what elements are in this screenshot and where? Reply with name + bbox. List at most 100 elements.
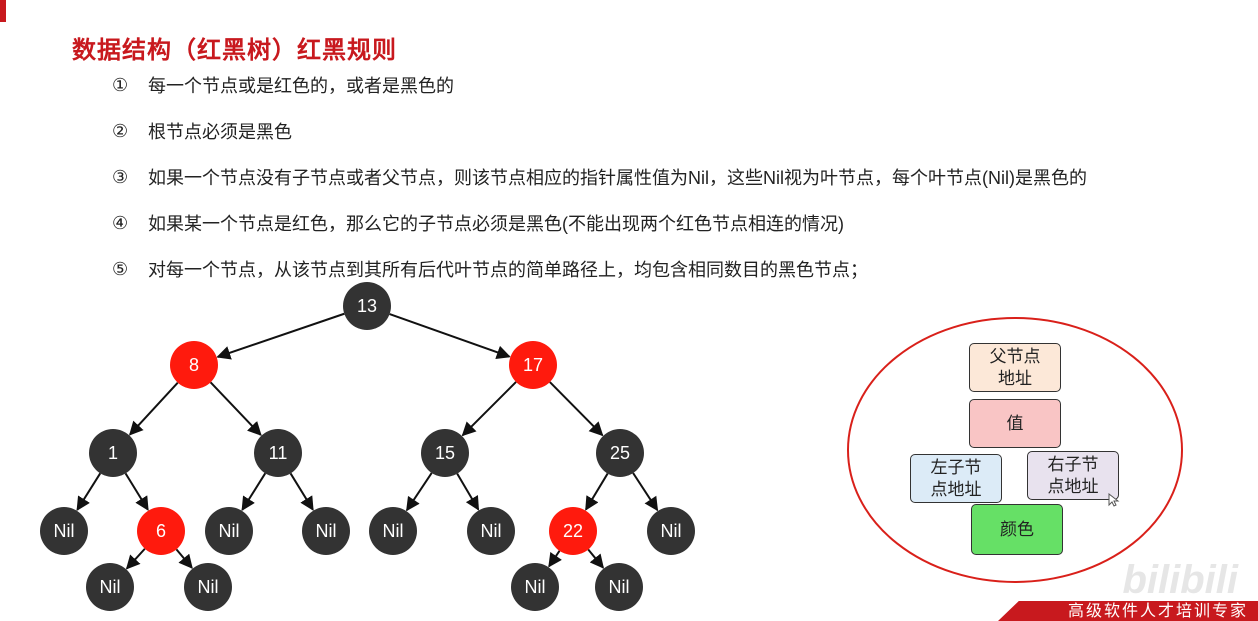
tree-edge xyxy=(241,472,267,512)
rule-text: 每一个节点或是红色的，或者是黑色的 xyxy=(148,76,454,96)
black-node-circle xyxy=(254,429,302,477)
page-title: 数据结构（红黑树）红黑规则 xyxy=(72,37,397,64)
node-label: Nil xyxy=(198,577,219,597)
tree-node: Nil xyxy=(369,507,417,555)
node-label: 22 xyxy=(563,521,583,541)
tree-node: 1 xyxy=(89,429,137,477)
node-label: Nil xyxy=(661,521,682,541)
rule-list: ① 每一个节点或是红色的，或者是黑色的 ② 根节点必须是黑色 ③ 如果一个节点没… xyxy=(112,62,1087,292)
tree-edge xyxy=(456,473,480,511)
tree-node: 22 xyxy=(549,507,597,555)
node-label: Nil xyxy=(525,577,546,597)
node-label: Nil xyxy=(609,577,630,597)
tree-node: Nil xyxy=(467,507,515,555)
red-node-circle xyxy=(137,507,185,555)
tree-edge xyxy=(632,472,659,512)
tree-edge xyxy=(389,313,511,360)
node-label: Nil xyxy=(316,521,337,541)
node-label: Nil xyxy=(219,521,240,541)
black-node-circle xyxy=(184,563,232,611)
node-label: 25 xyxy=(610,443,630,463)
tree-edge xyxy=(585,473,609,511)
color-box: 颜色 xyxy=(971,504,1063,555)
red-node-circle xyxy=(509,341,557,389)
tree-edge xyxy=(125,548,146,570)
tree-node: 11 xyxy=(254,429,302,477)
node-structure-outline xyxy=(847,317,1183,583)
black-node-circle xyxy=(302,507,350,555)
black-node-circle xyxy=(511,563,559,611)
rule-item: ⑤ 对每一个节点，从该节点到其所有后代叶节点的简单路径上，均包含相同数目的黑色节… xyxy=(112,246,1087,292)
black-node-circle xyxy=(647,507,695,555)
rule-item: ③ 如果一个节点没有子节点或者父节点，则该节点相应的指针属性值为Nil，这些Ni… xyxy=(112,154,1087,200)
tree-node: 13 xyxy=(343,282,391,330)
tree-edge xyxy=(76,472,102,512)
tree-edge xyxy=(128,381,179,436)
tree-edge xyxy=(549,381,604,437)
tree-node: Nil xyxy=(205,507,253,555)
black-node-circle xyxy=(205,507,253,555)
tree-node: Nil xyxy=(302,507,350,555)
node-label: Nil xyxy=(383,521,404,541)
tree-node: Nil xyxy=(595,563,643,611)
bilibili-watermark: bilibili xyxy=(1122,558,1238,602)
left-child-address-box: 左子节 点地址 xyxy=(910,454,1002,503)
corner-accent-mark xyxy=(0,0,6,22)
black-node-circle xyxy=(343,282,391,330)
right-child-address-box: 右子节 点地址 xyxy=(1027,451,1119,500)
tree-edge xyxy=(461,381,517,437)
rule-number: ③ xyxy=(112,166,129,187)
tree-edges xyxy=(76,312,659,570)
tree-edge xyxy=(587,548,605,569)
tree-node: 25 xyxy=(596,429,644,477)
tree-node: Nil xyxy=(86,563,134,611)
black-node-circle xyxy=(467,507,515,555)
tree-edge xyxy=(216,312,345,360)
value-box: 值 xyxy=(969,399,1061,448)
tree-node: 17 xyxy=(509,341,557,389)
footer-banner: 高级软件人才培训专家 xyxy=(998,601,1258,621)
node-label: 1 xyxy=(108,443,118,463)
red-node-circle xyxy=(170,341,218,389)
node-label: 6 xyxy=(156,521,166,541)
rule-item: ① 每一个节点或是红色的，或者是黑色的 xyxy=(112,62,1087,108)
black-node-circle xyxy=(596,429,644,477)
rule-text: 如果某一个节点是红色，那么它的子节点必须是黑色(不能出现两个红色节点相连的情况) xyxy=(148,214,844,234)
tree-edge xyxy=(124,472,149,511)
rule-text: 根节点必须是黑色 xyxy=(148,122,292,142)
black-node-circle xyxy=(89,429,137,477)
node-label: Nil xyxy=(481,521,502,541)
black-node-circle xyxy=(86,563,134,611)
tree-node: Nil xyxy=(511,563,559,611)
rule-text: 对每一个节点，从该节点到其所有后代叶节点的简单路径上，均包含相同数目的黑色节点； xyxy=(148,260,868,280)
parent-address-box: 父节点 地址 xyxy=(969,343,1061,392)
mouse-cursor-icon xyxy=(1108,493,1120,507)
tree-node: Nil xyxy=(40,507,88,555)
rule-number: ① xyxy=(112,74,129,95)
black-node-circle xyxy=(40,507,88,555)
node-label: Nil xyxy=(100,577,121,597)
rule-item: ② 根节点必须是黑色 xyxy=(112,108,1087,154)
node-label: 17 xyxy=(523,355,543,375)
tree-edge xyxy=(209,381,262,436)
rule-item: ④ 如果某一个节点是红色，那么它的子节点必须是黑色(不能出现两个红色节点相连的情… xyxy=(112,200,1087,246)
tree-node: 8 xyxy=(170,341,218,389)
rule-text: 如果一个节点没有子节点或者父节点，则该节点相应的指针属性值为Nil，这些Nil视… xyxy=(148,168,1087,188)
tree-node: 6 xyxy=(137,507,185,555)
red-node-circle xyxy=(549,507,597,555)
node-label: 11 xyxy=(269,443,288,463)
node-label: 15 xyxy=(435,443,455,463)
tree-node: Nil xyxy=(184,563,232,611)
black-node-circle xyxy=(421,429,469,477)
black-node-circle xyxy=(369,507,417,555)
tree-node: 15 xyxy=(421,429,469,477)
rule-number: ⑤ xyxy=(112,258,129,279)
tree-node: Nil xyxy=(647,507,695,555)
node-label: Nil xyxy=(54,521,75,541)
tree-edge xyxy=(289,472,314,511)
tree-edge xyxy=(175,548,193,569)
node-label: 8 xyxy=(189,355,199,375)
tree-edge xyxy=(548,550,562,568)
